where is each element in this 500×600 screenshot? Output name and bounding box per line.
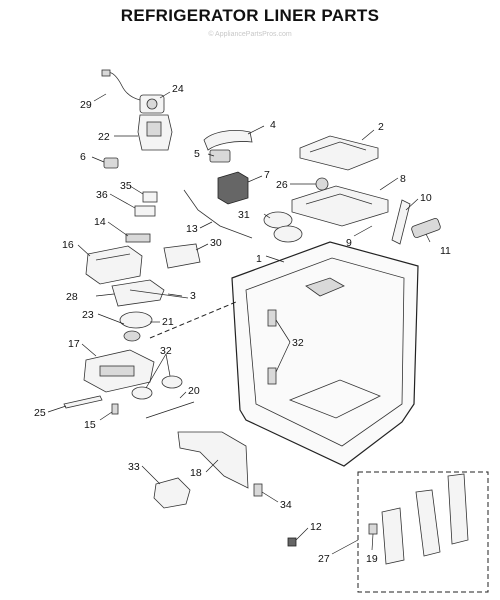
callout-25: 25 [34, 407, 46, 419]
part-tray-cover[interactable] [163, 243, 201, 269]
callout-10: 10 [420, 192, 432, 204]
part-cover-plate[interactable] [291, 185, 389, 227]
part-fan-motor-left[interactable] [131, 386, 153, 400]
part-water-valve[interactable] [139, 94, 165, 114]
callout-labels: 1 2 3 4 5 6 7 8 9 10 11 12 13 14 15 16 1… [34, 83, 451, 565]
callout-18: 18 [190, 467, 202, 479]
part-clip-small[interactable] [368, 523, 378, 535]
part-control-housing-lower[interactable] [153, 477, 191, 509]
part-connector[interactable] [103, 157, 119, 169]
part-gasket[interactable] [134, 205, 156, 217]
watermark: © AppliancePartsPros.com [208, 31, 292, 38]
callout-1: 1 [256, 253, 262, 265]
part-tube-bracket[interactable] [203, 130, 253, 151]
diagram-title: REFRIGERATOR LINER PARTS [120, 6, 380, 25]
kit-group-box [357, 471, 489, 593]
part-knob[interactable] [315, 177, 329, 191]
part-top-tray[interactable] [299, 135, 379, 171]
callout-20: 20 [188, 385, 200, 397]
callout-26: 26 [276, 179, 288, 191]
callout-22: 22 [98, 131, 110, 143]
part-rod[interactable] [129, 289, 189, 299]
part-filter-cap[interactable] [142, 191, 158, 203]
callout-5: 5 [194, 148, 200, 160]
part-fan-motor-right[interactable] [161, 375, 183, 389]
part-water-tube[interactable] [101, 69, 141, 101]
part-control-housing[interactable] [137, 114, 173, 151]
part-main-liner[interactable] [231, 241, 419, 467]
part-shelf-plate[interactable] [111, 279, 165, 307]
part-bracket[interactable] [125, 233, 151, 243]
part-plug[interactable] [253, 483, 263, 497]
part-crisper-bracket[interactable] [177, 431, 249, 489]
part-light-housing[interactable] [119, 311, 153, 329]
part-fan-assembly[interactable] [263, 211, 303, 243]
part-thermistor-box[interactable] [217, 171, 249, 205]
part-damper[interactable] [411, 218, 441, 239]
callout-7: 7 [264, 169, 270, 181]
callout-27: 27 [318, 553, 330, 565]
part-trim-kit[interactable] [381, 473, 469, 565]
callout-2: 2 [378, 121, 384, 133]
callout-21: 21 [162, 316, 174, 328]
callout-33: 33 [128, 461, 140, 473]
part-cap[interactable] [287, 537, 297, 547]
part-evaporator-cover[interactable] [85, 245, 143, 285]
part-shelf-rail[interactable] [391, 199, 411, 245]
callout-34: 34 [280, 499, 292, 511]
part-clip[interactable] [209, 149, 231, 163]
part-light-bar[interactable] [63, 395, 103, 409]
callout-30: 30 [210, 237, 222, 249]
callout-16: 16 [62, 239, 74, 251]
callout-6: 6 [80, 151, 86, 163]
part-control-board[interactable] [83, 349, 155, 393]
callout-24: 24 [172, 83, 184, 95]
callout-4: 4 [270, 119, 276, 131]
callout-32-lower: 32 [160, 345, 172, 357]
part-led-strip[interactable] [145, 401, 195, 419]
callout-35: 35 [120, 180, 132, 192]
part-disk[interactable] [123, 330, 141, 342]
part-wire[interactable] [183, 189, 253, 239]
callout-12: 12 [310, 521, 322, 533]
callout-15: 15 [84, 419, 96, 431]
callout-13: 13 [186, 223, 198, 235]
callout-8: 8 [400, 173, 406, 185]
leader-lines [47, 91, 431, 555]
callout-31: 31 [238, 209, 250, 221]
callout-14: 14 [94, 216, 106, 228]
callout-11: 11 [440, 245, 451, 257]
callout-36: 36 [96, 189, 108, 201]
callout-32-upper: 32 [292, 337, 304, 349]
callout-19: 19 [366, 553, 378, 565]
callout-3: 3 [190, 290, 196, 302]
callout-9: 9 [346, 237, 352, 249]
part-screw[interactable] [111, 403, 119, 415]
callout-28: 28 [66, 291, 78, 303]
callout-29: 29 [80, 99, 92, 111]
callout-23: 23 [82, 309, 94, 321]
callout-17: 17 [68, 338, 80, 350]
